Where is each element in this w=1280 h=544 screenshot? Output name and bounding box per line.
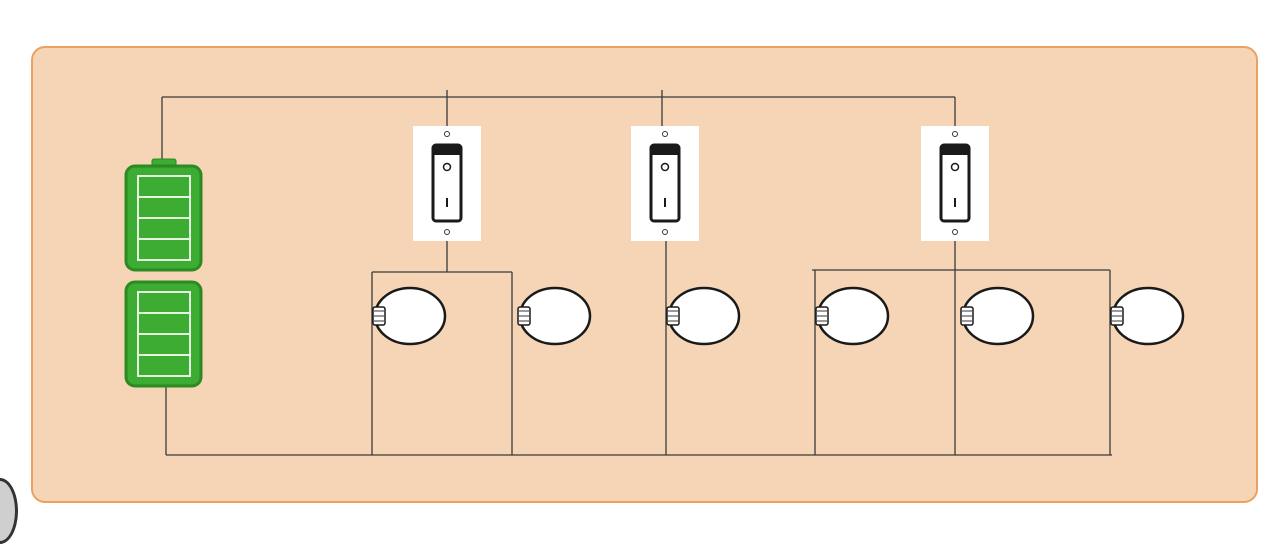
off-symbol-icon [442,162,452,172]
screw-icon [952,131,958,137]
screw-icon [444,229,450,235]
screw-icon [444,131,450,137]
lightbulb-icon [960,286,1035,346]
lightbulb-icon [1110,286,1185,346]
switch [631,126,699,241]
switch-rocker [431,143,463,223]
lightbulb-icon [517,286,592,346]
battery-bar-frame [137,291,191,377]
off-symbol-icon [950,162,960,172]
battery-bar-frame [137,175,191,261]
circuit-diagram [124,90,1185,456]
switch-rocker-top [651,145,679,155]
screw-icon [952,229,958,235]
diagram-panel [31,46,1258,503]
screw-icon [662,131,668,137]
lightbulb-icon [666,286,741,346]
switch [921,126,989,241]
battery [124,158,203,388]
bulbs [372,286,1185,346]
lightbulb-icon [815,286,890,346]
switch-rocker-top [941,145,969,155]
switch-rocker [939,143,971,223]
switch-rocker-top [433,145,461,155]
switch-rocker [649,143,681,223]
off-symbol-icon [660,162,670,172]
switch [413,126,481,241]
screw-icon [662,229,668,235]
wires [161,90,1112,456]
switches [413,126,989,241]
lightbulb-icon [372,286,447,346]
